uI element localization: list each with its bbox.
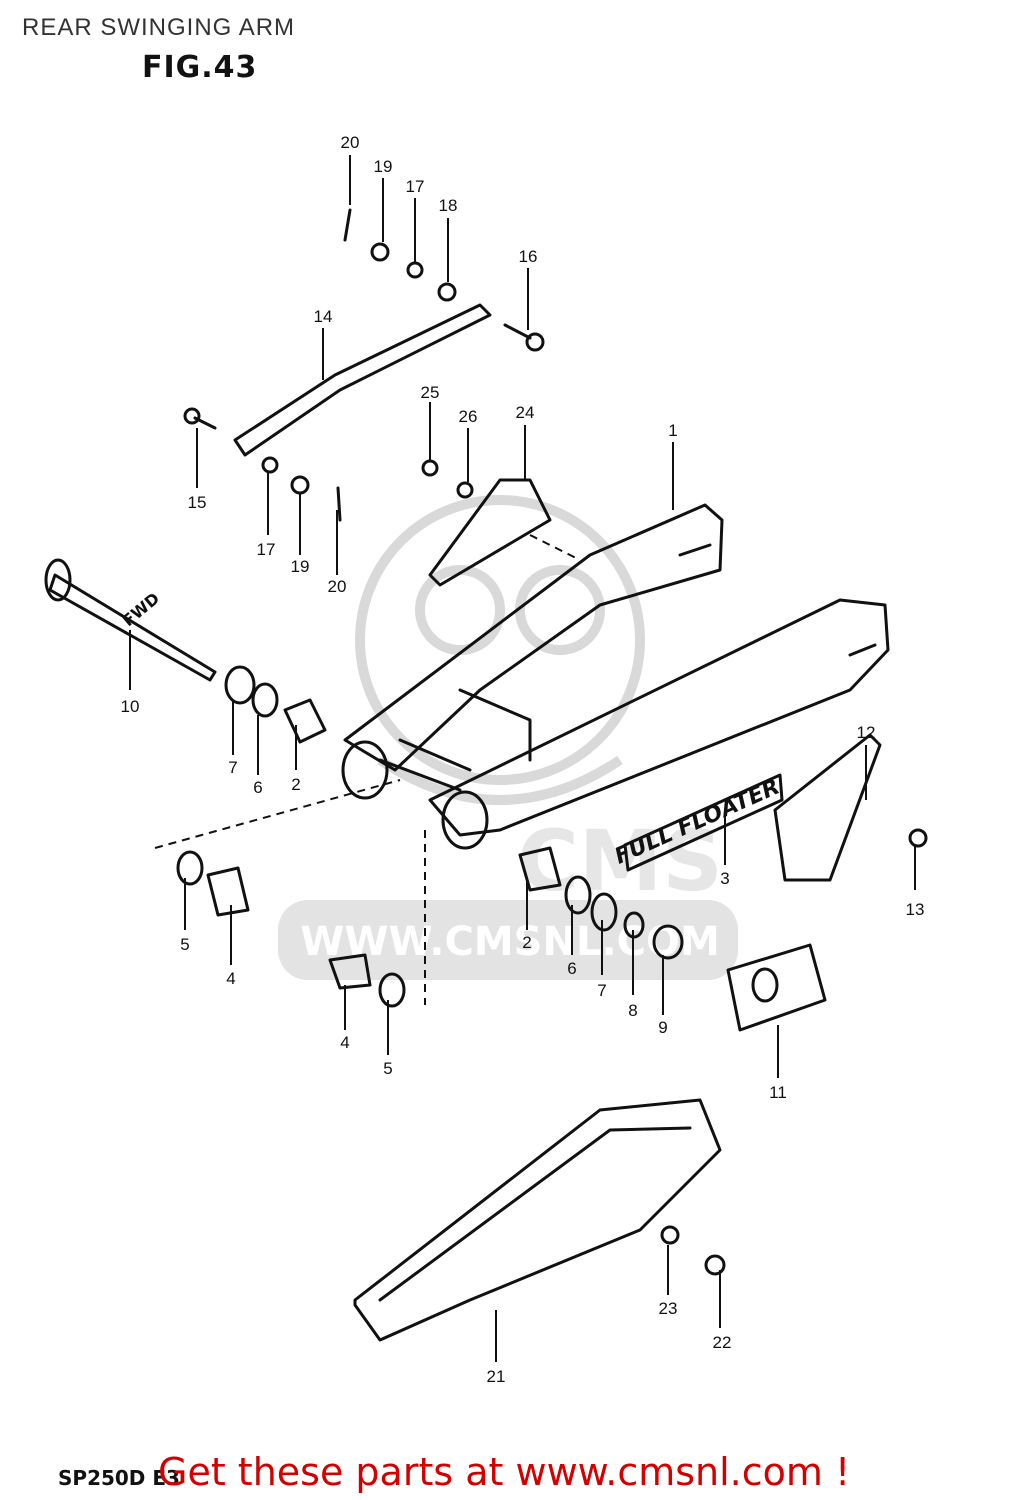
washer-6b: [564, 875, 592, 915]
washer-26: [456, 481, 474, 499]
callout-7: 7: [228, 758, 237, 777]
callout-7: 7: [597, 981, 606, 1000]
nut-19b: [290, 475, 310, 495]
callout-10: 10: [121, 697, 140, 716]
chain-case-inner: [378, 1126, 692, 1302]
callout-6: 6: [567, 959, 576, 978]
callout-2: 2: [291, 775, 300, 794]
pivot-shaft-head: [44, 558, 72, 602]
washer-17a: [406, 261, 424, 279]
swingarm-body: [343, 503, 724, 772]
bolt-22: [704, 1254, 726, 1276]
nut-19a: [370, 242, 390, 262]
callout-12: 12: [857, 723, 876, 742]
washer-5b: [378, 972, 406, 1008]
callout-1: 1: [668, 421, 677, 440]
washer-7b: [590, 892, 618, 932]
adjuster-hole: [751, 967, 779, 1003]
callout-11: 11: [769, 1083, 787, 1102]
bracket: [428, 478, 552, 587]
callout-19: 19: [291, 557, 310, 576]
callout-17: 17: [406, 177, 425, 196]
callout-26: 26: [459, 407, 478, 426]
callout-15: 15: [188, 493, 207, 512]
swingarm-right-rail: [428, 598, 890, 837]
callout-18: 18: [439, 196, 458, 215]
pivot-shaft: [48, 573, 217, 682]
bolt-25: [421, 459, 439, 477]
figure-number: FIG.43: [142, 50, 258, 85]
bushing-2a: [283, 698, 327, 744]
dash-guide-3: [529, 534, 581, 561]
model-code: SP250D E3: [58, 1466, 180, 1490]
callout-2: 2: [522, 933, 531, 952]
callout-16: 16: [519, 247, 538, 266]
decal-plate: [623, 773, 784, 872]
callout-20: 20: [328, 577, 347, 596]
callout-3: 3: [720, 869, 729, 888]
washer-23: [660, 1225, 680, 1245]
washer-5a: [176, 850, 204, 886]
callout-14: 14: [314, 307, 333, 326]
nut-9: [652, 924, 684, 960]
adjust-slot-2: [848, 643, 877, 657]
watermark-band: [278, 900, 738, 980]
bushing-4b: [328, 953, 372, 990]
bolt-13: [908, 828, 928, 848]
callout-13: 13: [906, 900, 925, 919]
bushing-2b: [518, 846, 562, 892]
pivot-left: [341, 740, 389, 800]
chain-guide: [773, 733, 882, 882]
callout-8: 8: [628, 1001, 637, 1020]
callout-25: 25: [421, 383, 440, 402]
callout-9: 9: [658, 1018, 667, 1037]
watermark: [355, 495, 645, 805]
callout-21: 21: [487, 1367, 506, 1386]
washer-18: [437, 282, 457, 302]
torque-rod: [233, 303, 492, 457]
callout-4: 4: [340, 1033, 349, 1052]
chain-case: [353, 1098, 722, 1342]
diagram-title: REAR SWINGING ARM: [22, 14, 296, 41]
bolt-15-head: [183, 407, 201, 425]
callout-17: 17: [257, 540, 276, 559]
pin-20b: [336, 486, 342, 522]
callout-6: 6: [253, 778, 262, 797]
cta-link[interactable]: Get these parts at www.cmsnl.com !: [158, 1450, 851, 1494]
callout-23: 23: [659, 1299, 678, 1318]
bolt-16-head: [525, 332, 545, 352]
washer-17b: [261, 456, 279, 474]
bolt-16: [503, 323, 532, 340]
watermark-logo: CMS: [517, 812, 723, 910]
callout-4: 4: [226, 969, 235, 988]
swingarm-crossmember: [378, 688, 532, 792]
bushing-4a: [206, 866, 250, 917]
pin-20a: [343, 208, 352, 242]
dash-guide-1: [154, 779, 401, 849]
callout-5: 5: [383, 1059, 392, 1078]
callout-22: 22: [713, 1333, 732, 1352]
adjust-slot-1: [678, 543, 712, 557]
callout-5: 5: [180, 935, 189, 954]
washer-7a: [224, 665, 256, 705]
callout-24: 24: [516, 403, 535, 422]
callout-19: 19: [374, 157, 393, 176]
chain-adjuster: [726, 943, 827, 1032]
pivot-right: [441, 790, 489, 850]
callout-20: 20: [341, 133, 360, 152]
watermark-url: WWW.CMSNL.COM: [300, 919, 720, 965]
washer-6a: [251, 682, 279, 718]
